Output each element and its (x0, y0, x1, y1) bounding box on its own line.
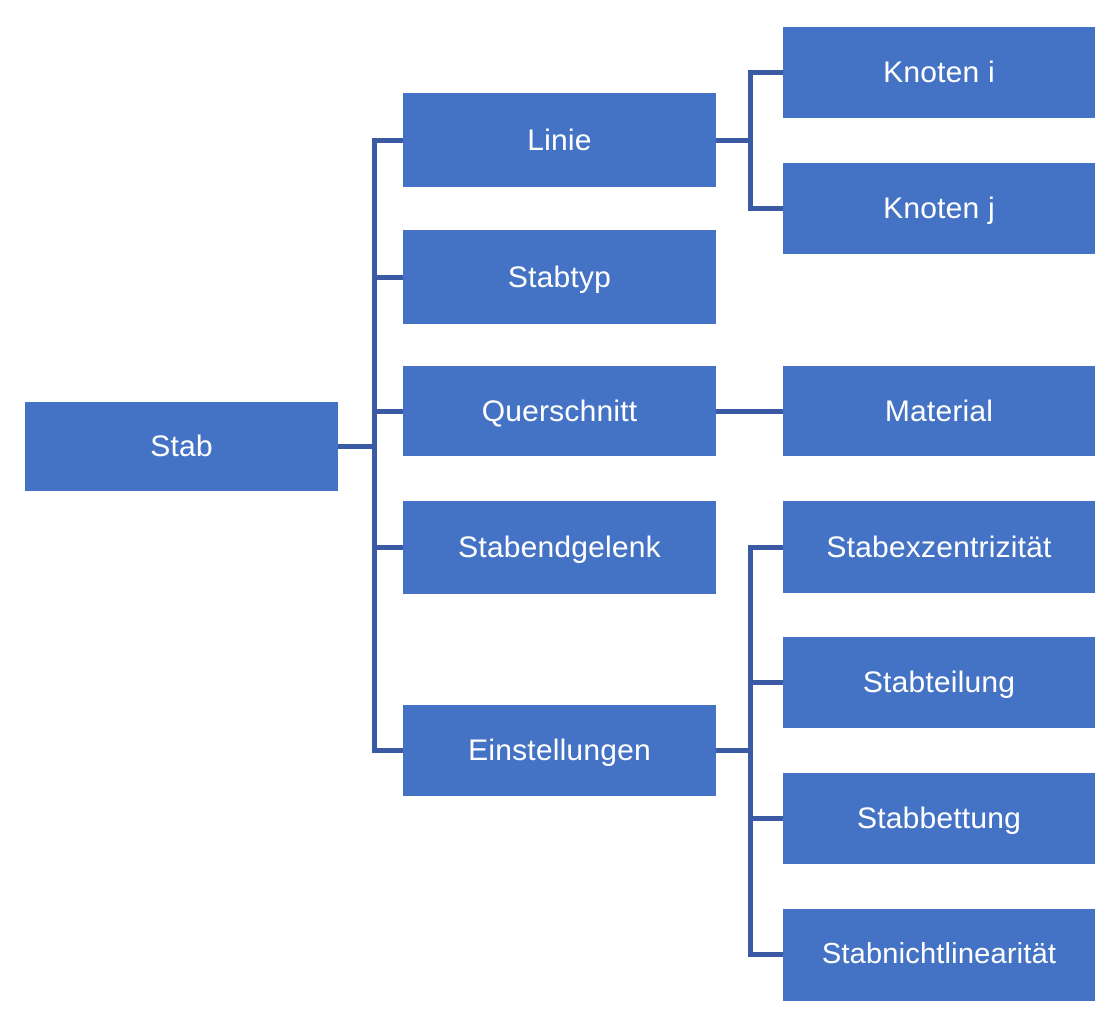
node-stabnichtlinearitaet[interactable]: Stabnichtlinearität (783, 909, 1095, 1001)
connector-linie-out (716, 138, 753, 143)
connector-linie-to-knoten-i (748, 70, 785, 75)
node-knoten-j[interactable]: Knoten j (783, 163, 1095, 254)
connector-einstellungen-trunk (748, 545, 753, 957)
connector-einstellungen-to-stabexzentrizitaet (748, 545, 785, 550)
connector-trunk-to-stabendgelenk (372, 545, 405, 550)
node-knoten-i[interactable]: Knoten i (783, 27, 1095, 118)
connector-einstellungen-to-stabbettung (748, 816, 785, 821)
node-material[interactable]: Material (783, 366, 1095, 456)
node-stabbettung[interactable]: Stabbettung (783, 773, 1095, 864)
node-stabteilung[interactable]: Stabteilung (783, 637, 1095, 728)
connector-main-trunk (372, 140, 377, 753)
connector-trunk-to-stabtyp (372, 275, 405, 280)
node-linie[interactable]: Linie (403, 93, 716, 187)
connector-querschnitt-to-material (716, 409, 785, 414)
connector-einstellungen-out (716, 748, 753, 753)
node-stab[interactable]: Stab (25, 402, 338, 491)
connector-linie-to-knoten-j (748, 206, 785, 211)
connector-einstellungen-to-stabnichtlinearitaet (748, 952, 785, 957)
node-einstellungen[interactable]: Einstellungen (403, 705, 716, 796)
node-stabtyp[interactable]: Stabtyp (403, 230, 716, 324)
connector-trunk-to-linie (372, 138, 405, 143)
connector-linie-trunk (748, 70, 753, 210)
connector-einstellungen-to-stabteilung (748, 680, 785, 685)
node-stabexzentrizitaet[interactable]: Stabexzentrizität (783, 501, 1095, 593)
connector-trunk-to-querschnitt (372, 409, 405, 414)
connector-root-to-trunk (338, 444, 377, 449)
connector-trunk-to-einstellungen (372, 748, 405, 753)
node-querschnitt[interactable]: Querschnitt (403, 366, 716, 456)
node-stabendgelenk[interactable]: Stabendgelenk (403, 501, 716, 594)
